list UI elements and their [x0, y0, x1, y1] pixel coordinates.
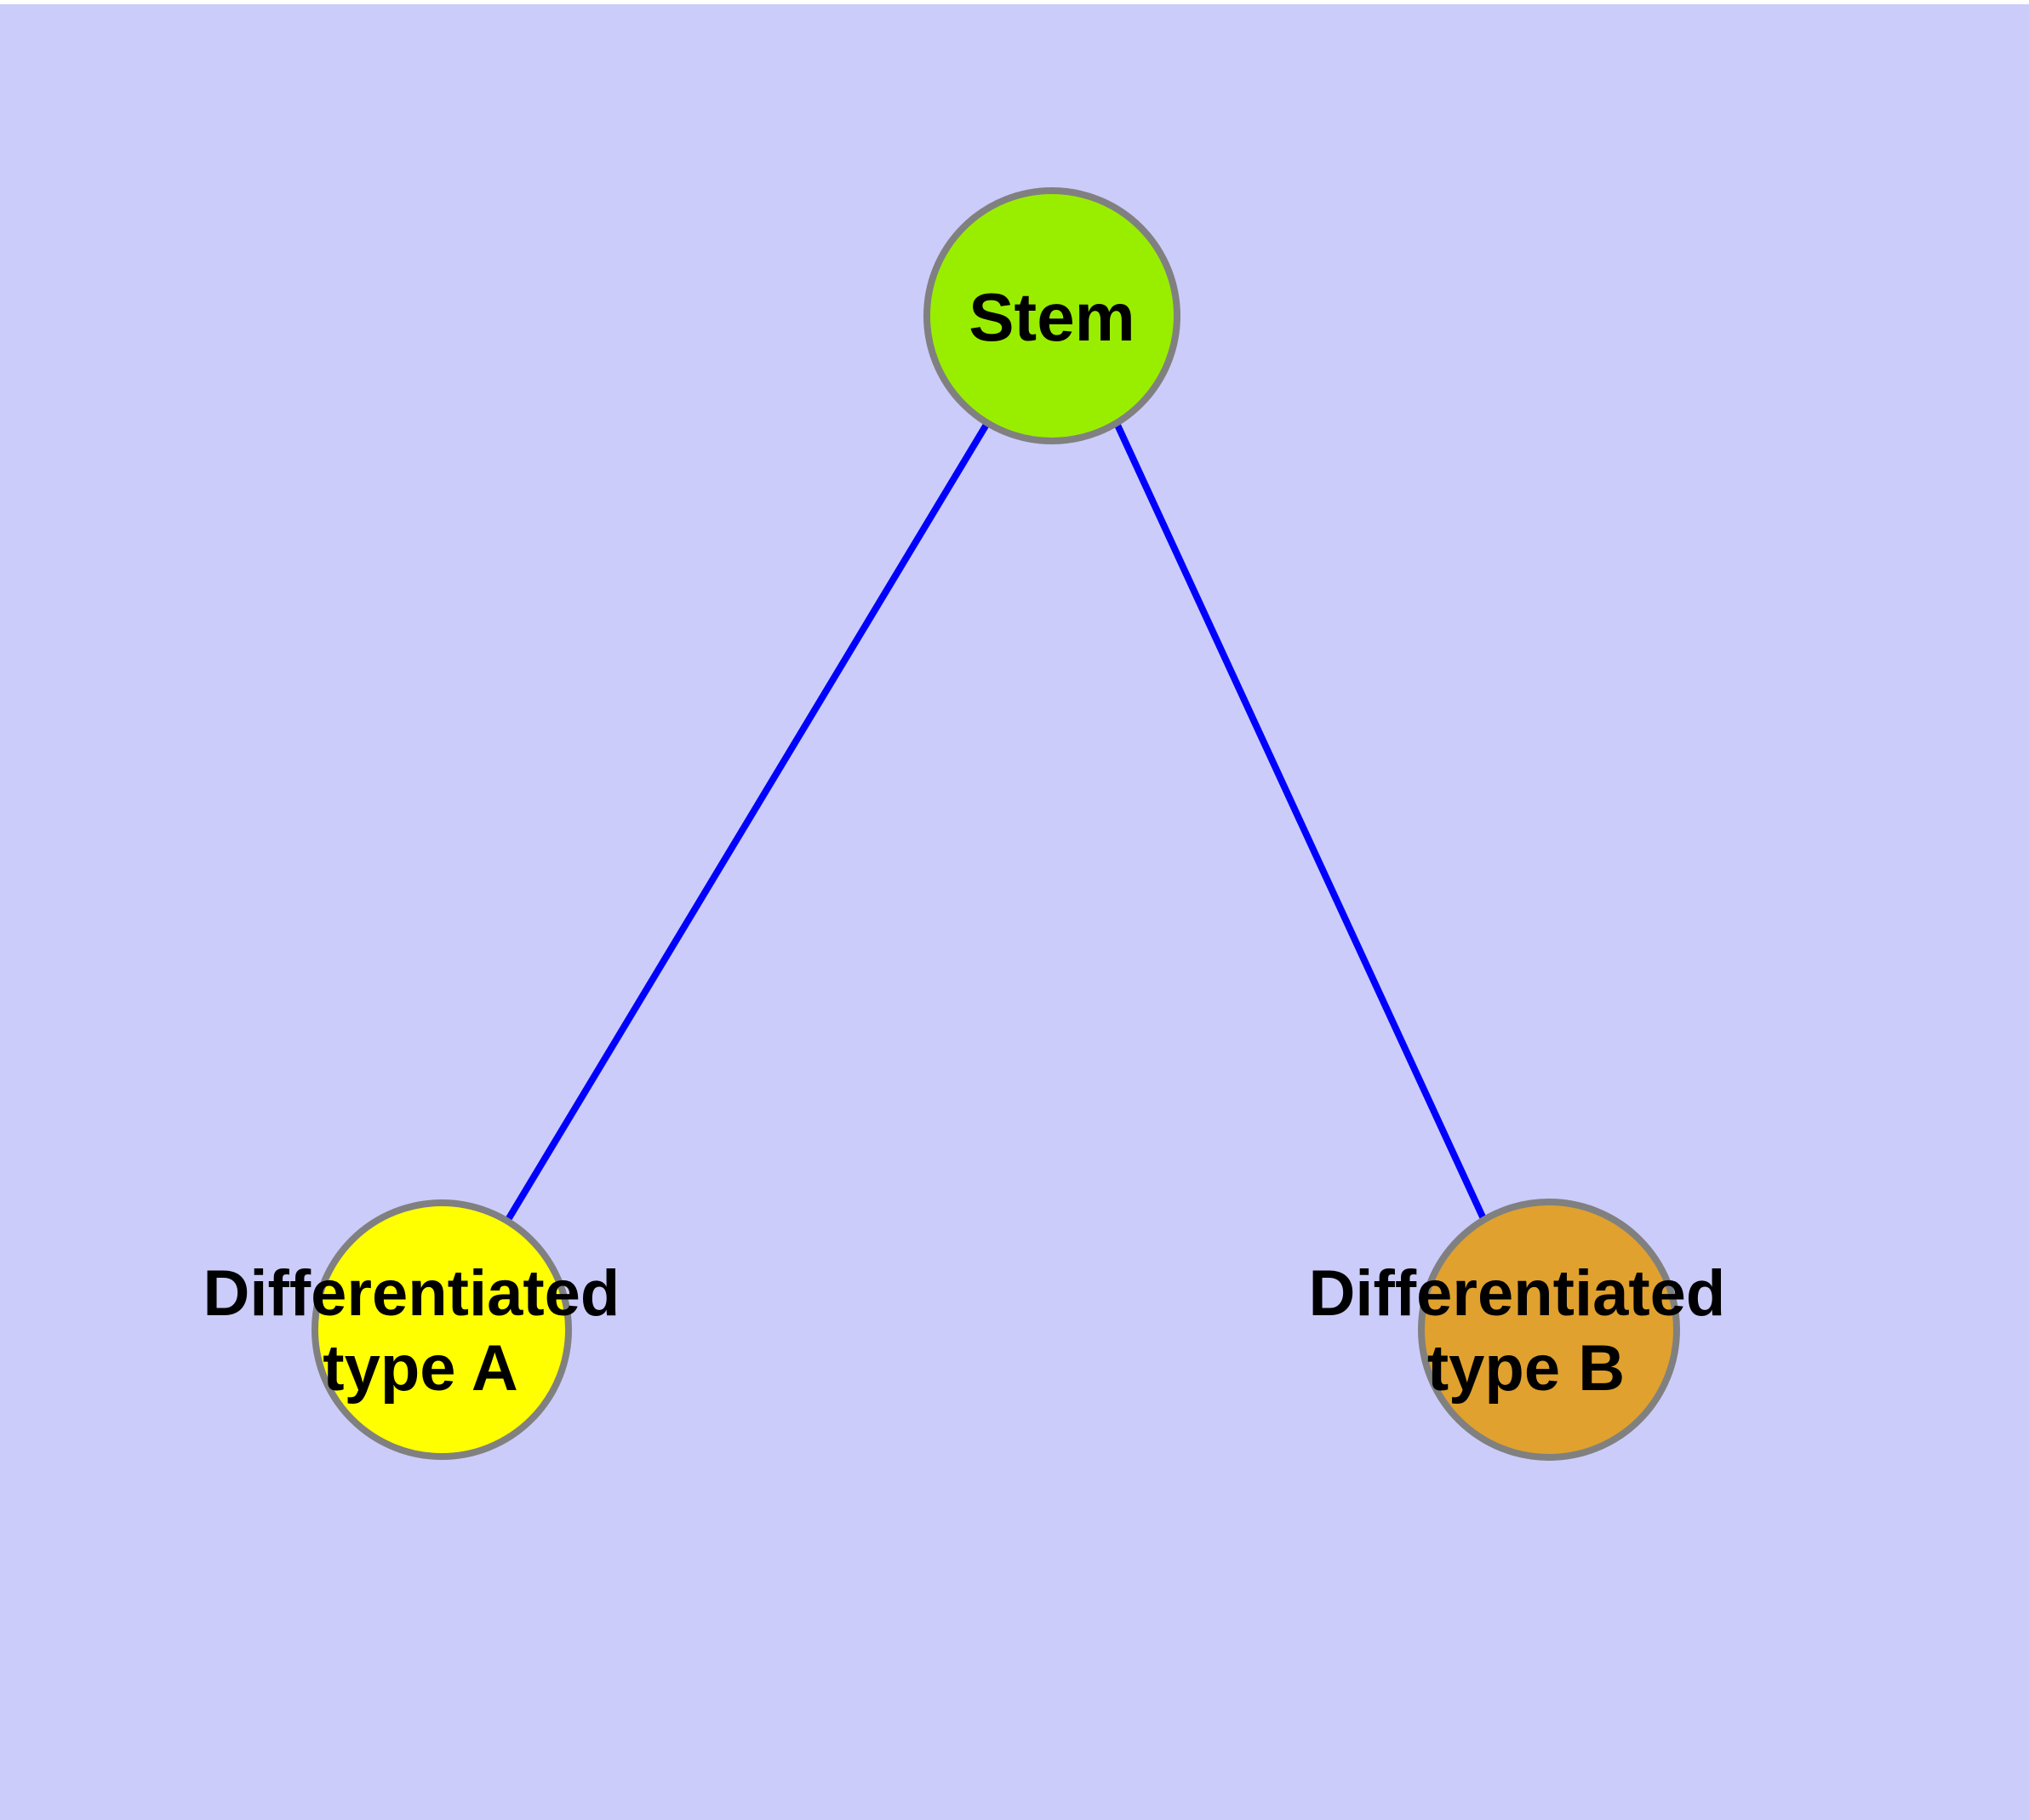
node-b-label-line-2: type B — [1427, 1332, 1625, 1405]
edge-stem-to-differentiated-type-a[interactable] — [503, 421, 991, 1225]
edge-group — [503, 421, 1489, 1225]
node-a-label-line-2: type A — [323, 1332, 517, 1405]
node-stem[interactable]: Stem — [923, 187, 1180, 444]
node-stem-label: Stem — [969, 279, 1135, 355]
node-b-label-line-1: Differentiated — [1309, 1257, 1726, 1330]
node-differentiated-type-b-circle[interactable] — [1418, 1199, 1680, 1461]
node-differentiated-type-b-label: Differentiated type B — [1309, 1257, 1744, 1405]
edge-stem-to-differentiated-type-b[interactable] — [1113, 421, 1489, 1224]
node-a-label-line-1: Differentiated — [203, 1257, 620, 1330]
node-differentiated-type-a-label: Differentiated type A — [203, 1257, 638, 1405]
node-stem-circle[interactable] — [923, 187, 1180, 444]
node-differentiated-type-a-circle[interactable] — [311, 1199, 572, 1460]
node-group: Stem Differentiated type A Differentiate… — [203, 187, 1744, 1461]
node-differentiated-type-a[interactable]: Differentiated type A — [203, 1199, 638, 1460]
node-differentiated-type-b[interactable]: Differentiated type B — [1309, 1199, 1744, 1461]
